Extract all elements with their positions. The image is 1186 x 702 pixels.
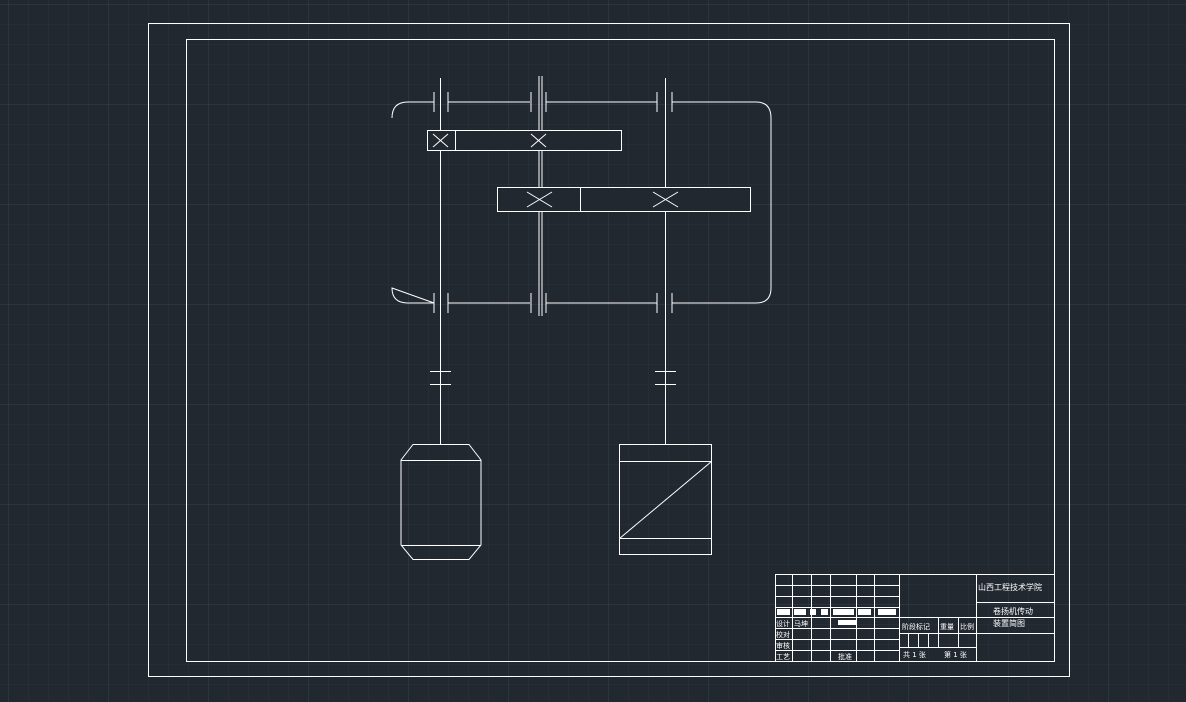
- approve-label: 批准: [838, 652, 852, 661]
- gearbox-housing: [391, 101, 772, 304]
- coupling-input: [430, 371, 451, 385]
- designer-name: 马坤: [794, 619, 808, 628]
- stage-mark-label: 阶段标记: [902, 622, 930, 631]
- gear-mark-intermediate-2: [526, 191, 553, 208]
- drum-symbol: [619, 444, 712, 555]
- drawing-title-line2: 装置简图: [993, 618, 1025, 628]
- coupling-output: [655, 371, 676, 385]
- gear-pair-high-speed: [427, 130, 622, 151]
- gear-mark-input: [432, 133, 449, 148]
- bearings-top: [433, 92, 673, 112]
- bearings-bottom: [433, 293, 673, 313]
- inner-border-frame: [186, 39, 1055, 662]
- role-reviewer: 审核: [776, 641, 790, 650]
- title-block-filled-cells: [777, 609, 896, 625]
- drawing-title-line1: 卷扬机传动: [993, 606, 1033, 616]
- weight-label: 重量: [940, 623, 954, 631]
- gear-mark-intermediate-1: [530, 133, 547, 148]
- motor-symbol: [400, 444, 482, 560]
- role-designer: 设计: [776, 619, 790, 628]
- sheet-number: 第 1 张: [944, 650, 967, 659]
- title-block-grid: [775, 574, 1054, 662]
- sheet-total: 共 1 张: [903, 650, 926, 659]
- school-name: 山西工程技术学院: [978, 582, 1042, 592]
- gear-pair-low-speed: [497, 187, 751, 212]
- scale-label: 比例: [960, 622, 974, 631]
- role-checker: 校对: [776, 630, 790, 639]
- outer-border-frame: [148, 23, 1070, 677]
- role-process: 工艺: [776, 653, 790, 661]
- gear-mark-output: [652, 191, 679, 208]
